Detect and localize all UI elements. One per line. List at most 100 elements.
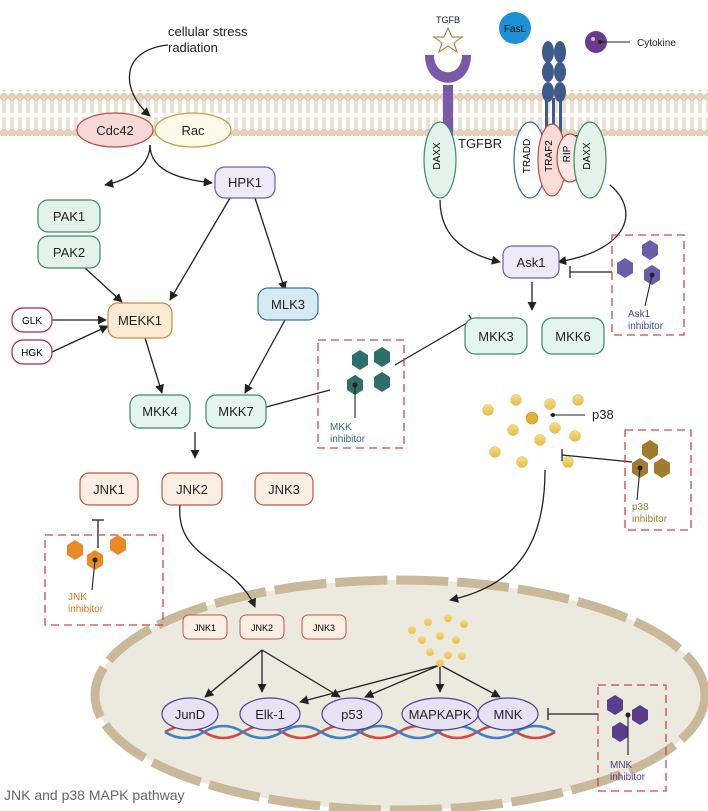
arrow-p38-nucleus [449, 469, 546, 603]
elk1-label: Elk-1 [255, 707, 285, 722]
arrow-hpk1-mekk1 [169, 197, 231, 301]
mnk-label: MNK [494, 707, 523, 722]
jnk-inhibitor-label: JNK [68, 592, 87, 603]
p38-nuclear-particles [408, 614, 468, 667]
traf2-label: TRAF2 [544, 140, 555, 172]
jund-label: JunD [175, 707, 205, 722]
rac-label: Rac [181, 123, 205, 138]
inhibition-lines [92, 266, 633, 720]
p38-inhibitor-box: p38 inhibitor [624, 429, 692, 531]
mnk-node: MNK [477, 697, 539, 731]
ask1-node: Ask1 [502, 245, 560, 279]
cytokine-label: Cytokine [637, 38, 676, 49]
mekk1-node: MEKK1 [107, 302, 173, 339]
ask1-inhibitor-box: Ask1 inhibitor [611, 234, 685, 336]
mnk-inhibitor-box: MNK inhibitor [597, 684, 667, 792]
nuclear-jnk3-node: JNK3 [301, 614, 347, 640]
arrow-jnk2-jund [204, 649, 263, 698]
arrow-mlk3-mkk7 [244, 319, 286, 394]
mapkapk-label: MAPKAPK [409, 707, 472, 722]
pak2-label: PAK2 [53, 245, 85, 260]
cdc42-label: Cdc42 [96, 123, 134, 138]
nuclear-jnk3-label: JNK3 [313, 623, 335, 633]
rac-node: Rac [154, 112, 232, 148]
mkk6-node: MKK6 [541, 317, 605, 355]
pak1-label: PAK1 [53, 209, 85, 224]
p53-node: p53 [321, 697, 383, 731]
hgk-node: HGK [11, 339, 53, 365]
p53-label: p53 [341, 707, 363, 722]
rip-label: RIP [562, 145, 573, 162]
hpk1-node: HPK1 [214, 166, 276, 199]
arrow-rac-hpk1 [149, 144, 213, 187]
p38-label: p38 [592, 407, 614, 422]
mkk6-label: MKK6 [555, 329, 590, 344]
arrow-p38-p53 [364, 664, 441, 698]
pak2-node: PAK2 [37, 235, 101, 269]
arrow-rac-pak1 [104, 144, 151, 188]
mkk3-node: MKK3 [464, 317, 528, 355]
cytokine: Cytokine [585, 31, 676, 53]
mkk3-label: MKK3 [478, 329, 513, 344]
jnk3-label: JNK3 [268, 482, 300, 497]
mkk-inhibitor-label: MKK [330, 422, 352, 433]
arrow-p38-elk1 [299, 664, 441, 705]
nuclear-jnk1-node: JNK1 [182, 614, 228, 640]
p38-inhibitor-label: p38 [632, 502, 649, 513]
mkk-inhibitor-label-2: inhibitor [330, 434, 366, 445]
arrow-jnk-nucleus [179, 504, 256, 608]
tgfb-receptor: TGFB TGFBR [425, 15, 502, 151]
mkk7-label: MKK7 [218, 404, 253, 419]
mkk4-node: MKK4 [129, 394, 191, 429]
tgfbr-label: TGFBR [458, 136, 502, 151]
jund-node: JunD [161, 697, 219, 731]
stimulus-text-2: radiation [168, 40, 218, 55]
mekk1-label: MEKK1 [118, 313, 162, 328]
fasl-ligand [499, 12, 531, 44]
mkk-inhibitor-box: MKK inhibitor [317, 339, 405, 449]
mkk4-label: MKK4 [142, 404, 177, 419]
nuclear-jnk1-label: JNK1 [194, 623, 216, 633]
ask1-inhibitor-label: Ask1 [628, 309, 651, 320]
mnk-inhibitor-label: MNK [610, 760, 633, 771]
jnk-inhibitor-box: JNK inhibitor [44, 534, 164, 626]
p38-inhibitor-label-2: inhibitor [632, 514, 668, 525]
figure-caption: JNK and p38 MAPK pathway [4, 787, 185, 803]
arrow-hpk1-mlk3 [254, 197, 287, 291]
arrow-jnk2-p53 [261, 649, 341, 698]
glk-label: GLK [22, 316, 42, 327]
p38-particles: p38 [482, 394, 614, 468]
dna-helix [164, 724, 556, 740]
arrow-p38-mnk [439, 664, 501, 698]
daxx-left-label: DAXX [432, 142, 443, 170]
daxx-right-node: DAXX [573, 121, 607, 199]
daxx-left-node: DAXX [423, 121, 457, 199]
jnk2-label: JNK2 [176, 482, 208, 497]
stimulus-text-1: cellular stress [168, 24, 248, 39]
pak1-node: PAK1 [37, 199, 101, 233]
jnk2-node: JNK2 [161, 472, 223, 506]
daxx-right-label: DAXX [582, 142, 593, 170]
elk1-node: Elk-1 [239, 697, 301, 731]
tradd-label: TRADD [522, 139, 533, 173]
jnk-inhibitor-label-2: inhibitor [68, 604, 104, 615]
jnk3-node: JNK3 [254, 472, 314, 506]
activation-arrows [51, 44, 627, 705]
arrow-hgk-mekk1 [51, 325, 109, 353]
fasl-label: FasL [504, 24, 527, 35]
arrow-daxx2-ask1 [557, 184, 627, 266]
mlk3-node: MLK3 [257, 287, 319, 321]
tgfb-label: TGFB [436, 15, 460, 25]
hpk1-label: HPK1 [228, 175, 262, 190]
arrow-daxx-ask1 [439, 199, 501, 265]
mkk7-node: MKK7 [205, 394, 267, 429]
cdc42-node: Cdc42 [76, 112, 154, 148]
mapkapk-node: MAPKAPK [401, 697, 479, 731]
arrow-pak-mekk1 [84, 267, 123, 303]
nuclear-jnk2-node: JNK2 [239, 614, 285, 640]
arrow-mekk1-mkk4 [144, 337, 164, 394]
ask1-inhibitor-label-2: inhibitor [628, 321, 664, 332]
glk-node: GLK [11, 307, 53, 333]
